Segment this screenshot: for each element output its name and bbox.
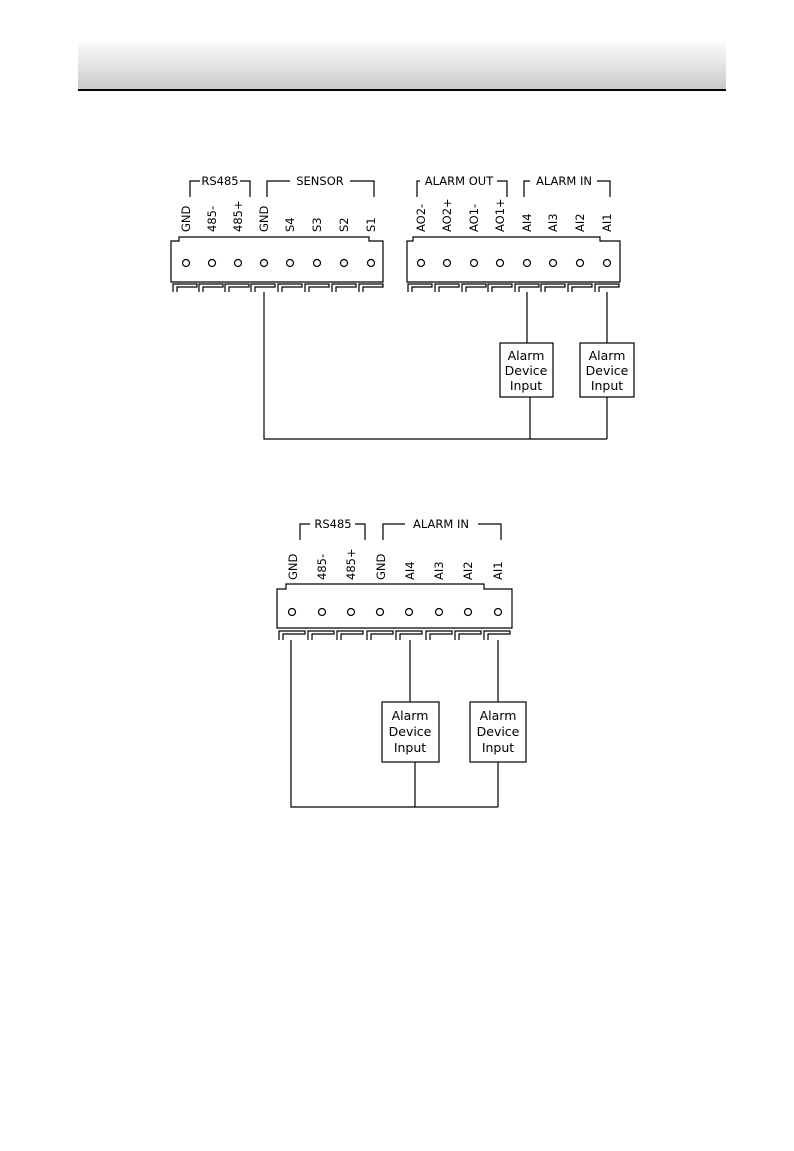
terminal-tabs-bottom <box>279 631 510 640</box>
terminal-screws-bottom <box>289 609 502 616</box>
pin-label: AI4 <box>520 213 534 232</box>
group-label-rs485-top: RS485 <box>201 174 238 188</box>
box-line: Input <box>394 740 426 755</box>
pin-label: AI4 <box>403 561 417 580</box>
pin-label: GND <box>179 205 193 232</box>
terminal-block-bottom <box>277 584 512 628</box>
pin-label: AI2 <box>461 561 475 580</box>
pin-label: AO1+ <box>493 198 507 232</box>
pin-label: 485- <box>205 206 219 232</box>
group-label-sensor: SENSOR <box>296 174 344 188</box>
pin-label: 485+ <box>231 200 245 232</box>
box-line: Device <box>477 724 520 739</box>
wire-gnd-top <box>264 292 607 439</box>
pin-label: AI1 <box>491 561 505 580</box>
bracket-sensor-right <box>350 181 374 197</box>
pin-label: S4 <box>283 217 297 232</box>
bracket-alarm-in-top <box>524 181 530 197</box>
pin-label: AI1 <box>600 213 614 232</box>
box-line: Device <box>505 363 548 378</box>
terminal-block-right <box>407 237 620 282</box>
box-line: Device <box>586 363 629 378</box>
pin-label: GND <box>286 553 300 580</box>
pin-label: AO2- <box>414 204 428 232</box>
terminal-tabs-right <box>408 284 619 292</box>
box-line: Input <box>510 378 542 393</box>
bracket-rs485-top <box>190 181 200 197</box>
pin-label: S2 <box>337 217 351 232</box>
bracket-alarm-out <box>417 181 420 197</box>
box-line: Device <box>389 724 432 739</box>
bracket-alarm-in-top-right <box>597 181 610 197</box>
bracket-rs485-top-right <box>240 181 250 197</box>
bracket-rs485-bottom-right <box>355 524 365 540</box>
bracket-alarm-out-right <box>497 181 507 197</box>
pin-label: S3 <box>310 217 324 232</box>
bracket-rs485-bottom <box>300 524 310 540</box>
box-line: Input <box>482 740 514 755</box>
group-label-alarm-in-top: ALARM IN <box>536 174 592 188</box>
pin-label: AI3 <box>432 561 446 580</box>
pin-label: AI3 <box>546 213 560 232</box>
pin-label: AO2+ <box>440 198 454 232</box>
box-line: Alarm <box>589 348 626 363</box>
box-line: Alarm <box>392 708 429 723</box>
pin-label: GND <box>257 205 271 232</box>
pin-label: 485+ <box>344 548 358 580</box>
box-line: Alarm <box>480 708 517 723</box>
bracket-alarm-in-bottom-right <box>478 524 501 540</box>
bracket-alarm-in-bottom <box>383 524 405 540</box>
pin-label: GND <box>374 553 388 580</box>
terminal-screws-right <box>418 260 611 267</box>
bracket-sensor <box>267 181 290 197</box>
group-label-alarm-out: ALARM OUT <box>425 174 494 188</box>
pin-label: 485- <box>315 554 329 580</box>
pin-label: AI2 <box>573 213 587 232</box>
box-line: Alarm <box>508 348 545 363</box>
pin-label: AO1- <box>467 204 481 232</box>
group-label-alarm-in-bottom: ALARM IN <box>413 517 469 531</box>
terminal-tabs-left <box>173 284 383 292</box>
box-line: Input <box>591 378 623 393</box>
terminal-screws-left <box>183 260 375 267</box>
group-label-rs485-bottom: RS485 <box>314 517 351 531</box>
pin-label: S1 <box>364 217 378 232</box>
terminal-block-left <box>171 237 383 282</box>
